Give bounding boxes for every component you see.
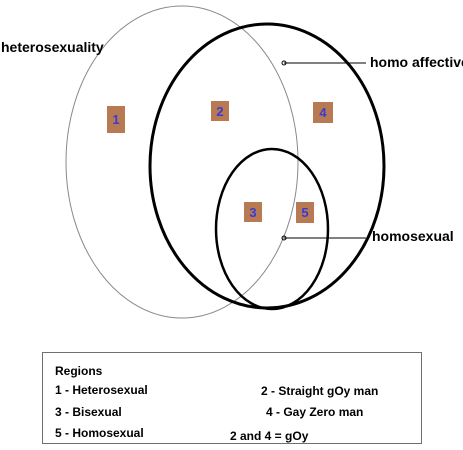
homo-affective-pointer-dot <box>281 60 287 66</box>
region-1-number: 1 <box>112 112 119 127</box>
region-2-number: 2 <box>216 104 223 119</box>
legend-item-1: 1 - Heterosexual <box>55 383 148 397</box>
legend-item-3: 3 - Bisexual <box>55 405 122 419</box>
region-5-marker: 5 <box>296 202 314 223</box>
region-1-marker: 1 <box>107 106 125 133</box>
homosexual-label: homosexual <box>372 228 454 244</box>
region-3-number: 3 <box>249 205 256 220</box>
region-5-number: 5 <box>301 205 308 220</box>
legend-item-2: 2 - Straight gOy man <box>261 384 379 398</box>
heterosexuality-label: heterosexuality <box>1 39 104 55</box>
homo-affective-ellipse <box>148 22 386 310</box>
homosexual-ellipse <box>214 147 330 311</box>
region-4-marker: 4 <box>313 102 333 123</box>
legend-note: 2 and 4 = gOy <box>230 429 309 443</box>
region-3-marker: 3 <box>244 202 262 222</box>
legend-title: Regions <box>55 364 103 378</box>
heterosexuality-ellipse <box>65 5 299 319</box>
homo-affective-label: homo affective <box>370 54 463 70</box>
legend-item-5: 5 - Homosexual <box>55 426 144 440</box>
region-2-marker: 2 <box>211 101 229 121</box>
region-4-number: 4 <box>319 105 327 120</box>
legend-item-4: 4 - Gay Zero man <box>266 405 364 419</box>
regions-legend <box>42 352 422 444</box>
homosexual-pointer-dot <box>281 235 287 241</box>
